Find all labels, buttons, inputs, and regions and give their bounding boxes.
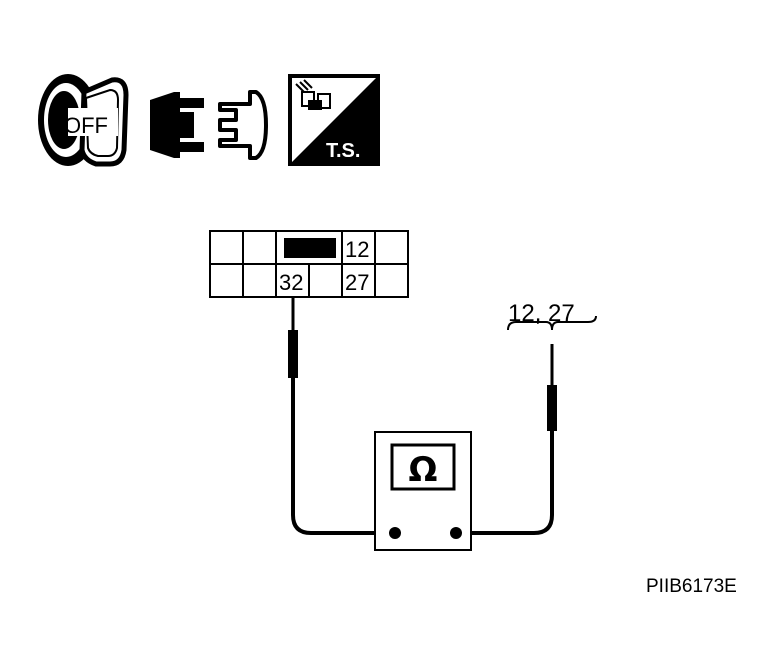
ohmmeter [374,431,472,551]
ignition-key-icon: OFF [38,74,129,167]
pin-12-label: 12 [345,237,369,262]
left-probe-lead [288,297,395,535]
pin-32-label: 32 [279,270,303,295]
ignition-off-label: OFF [64,113,108,138]
pin-27-label: 27 [345,270,369,295]
meter-left-terminal [389,527,401,539]
ohm-symbol: Ω [409,450,438,490]
harness-connector [209,230,409,298]
disconnect-connector-icon [150,90,268,160]
meter-right-terminal [450,527,462,539]
right-probe-lead [456,315,597,535]
test-group-icon: T.S. [288,74,380,166]
ts-label: T.S. [326,140,360,162]
harness-terminal-label: 12, 27 [508,300,575,327]
connector-lock-tab [284,238,336,258]
figure-code: PIIB6173E [646,576,737,597]
